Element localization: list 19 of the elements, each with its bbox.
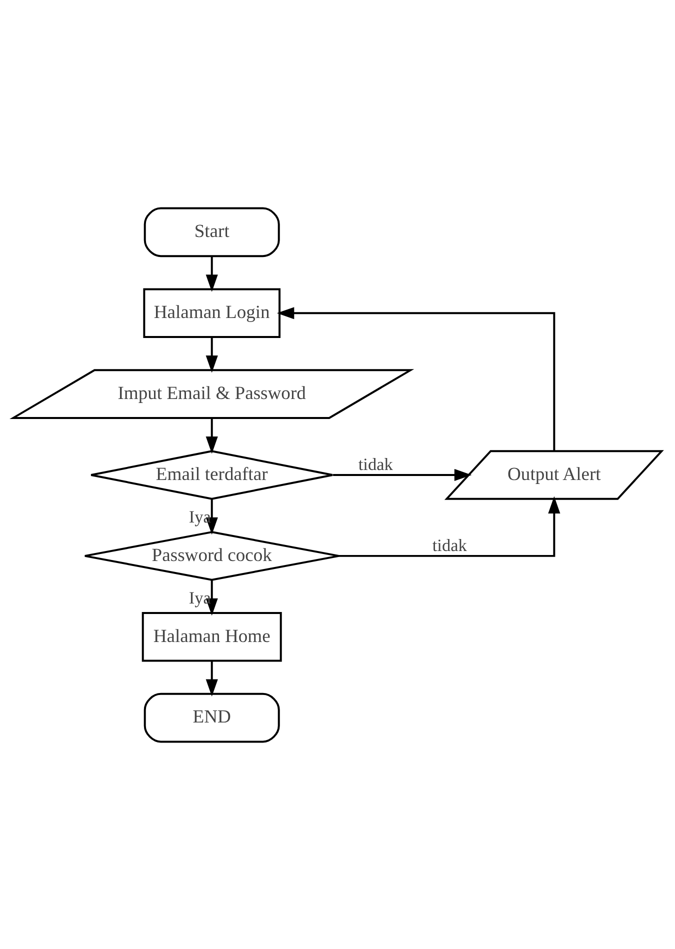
node-diamond: Password cocok bbox=[84, 530, 340, 580]
edge-label: Iya bbox=[188, 507, 211, 526]
arrow bbox=[206, 580, 218, 616]
edge-label: tidak bbox=[358, 454, 393, 474]
edge-label: Iya bbox=[188, 588, 211, 608]
arrow bbox=[206, 660, 218, 696]
arrow bbox=[333, 468, 472, 481]
node-box: Halaman Home bbox=[142, 612, 282, 662]
node-box: Start bbox=[144, 206, 280, 257]
arrow bbox=[276, 306, 556, 451]
arrow bbox=[206, 418, 218, 454]
node-box: Halaman Login bbox=[143, 288, 281, 338]
node-box: END bbox=[144, 692, 280, 742]
arrow bbox=[206, 256, 218, 292]
arrow bbox=[206, 498, 218, 534]
arrow bbox=[338, 496, 560, 556]
edge-label: tidak bbox=[432, 536, 467, 555]
arrow bbox=[206, 336, 218, 372]
node-diamond: Email terdaftar bbox=[90, 450, 334, 500]
